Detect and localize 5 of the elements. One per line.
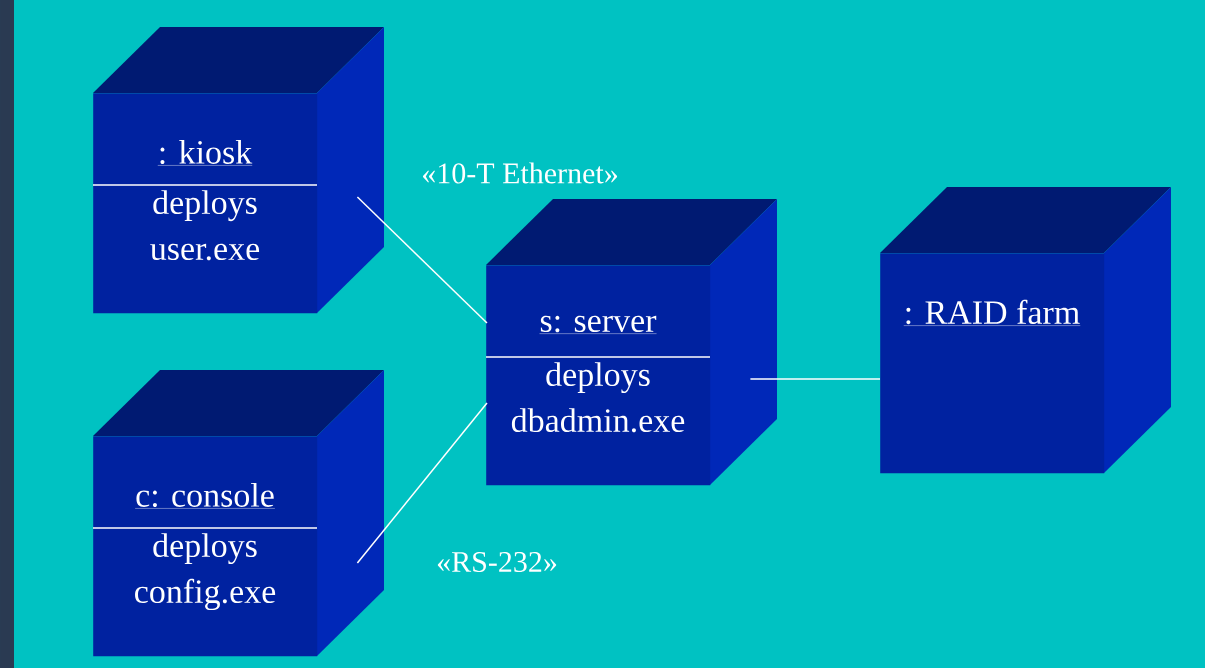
connector-line [356,402,488,564]
edge-label: «RS-232» [437,551,557,573]
connector-line [749,378,881,380]
edge-label: «10-T Ethernet» [423,162,618,184]
connector-line [356,196,488,324]
